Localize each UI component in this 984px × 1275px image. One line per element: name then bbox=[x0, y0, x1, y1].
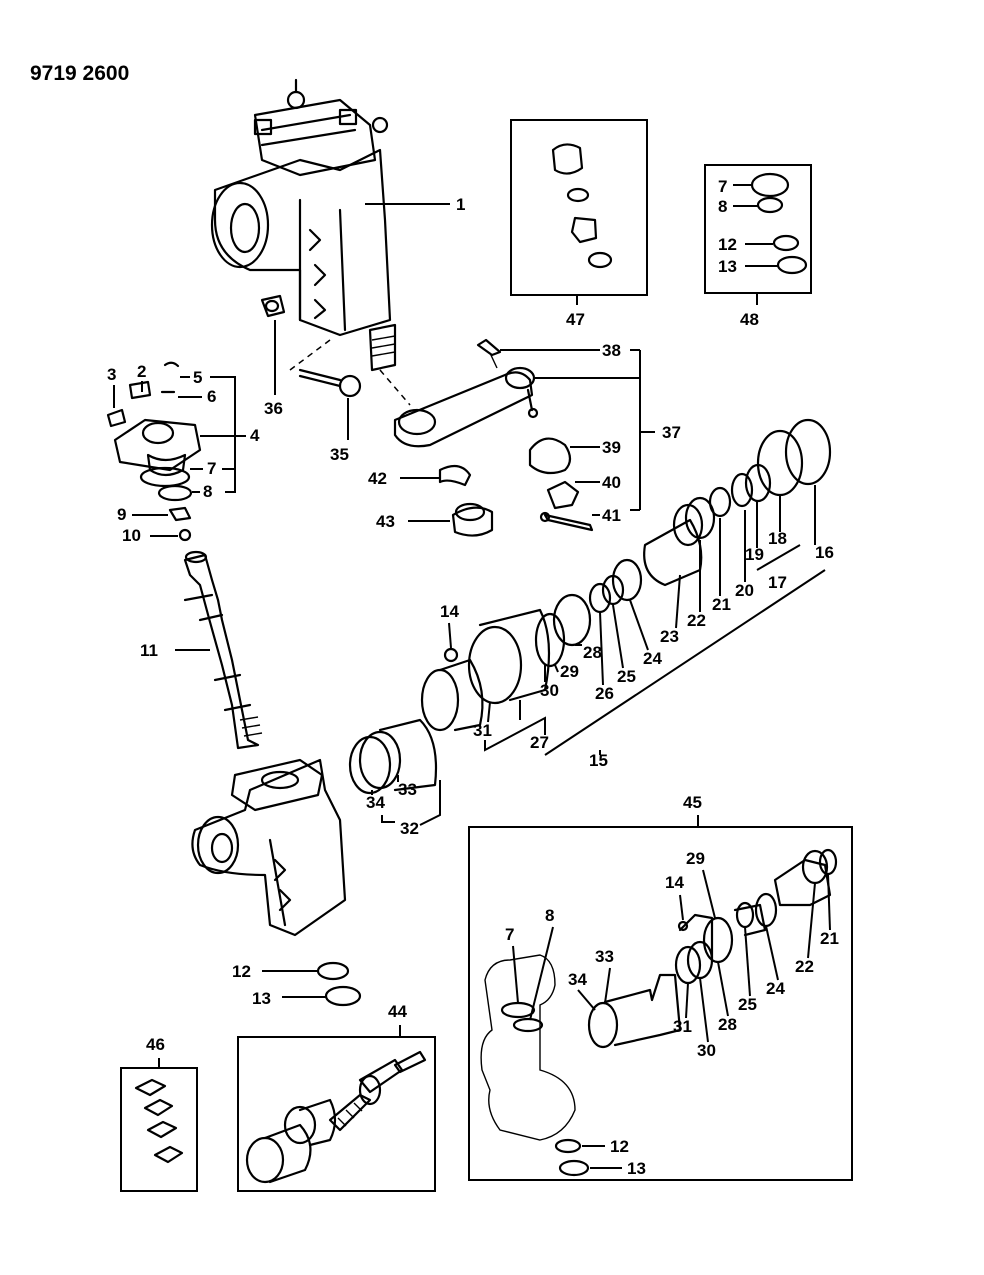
box-47 bbox=[510, 119, 648, 296]
box-45-parts bbox=[480, 848, 838, 1177]
callout-21: 21 bbox=[712, 595, 731, 614]
box45-callout-34: 34 bbox=[568, 970, 587, 989]
box-44 bbox=[237, 1036, 436, 1192]
callout-18: 18 bbox=[768, 529, 787, 548]
callout-26: 26 bbox=[595, 684, 614, 703]
bottom-callout-12: 12 bbox=[232, 962, 251, 981]
box45-callout-29: 29 bbox=[686, 849, 705, 868]
sector-shaft bbox=[183, 550, 263, 750]
callout-36: 36 bbox=[264, 399, 283, 418]
steering-gear-housing bbox=[210, 78, 397, 372]
box45-callout-25: 25 bbox=[738, 995, 757, 1014]
bottom-callout-13: 13 bbox=[252, 989, 271, 1008]
callout-19: 19 bbox=[745, 545, 764, 564]
lower-seals bbox=[316, 961, 362, 1007]
worm-shaft-assembly bbox=[245, 1050, 427, 1184]
callout-11: 11 bbox=[140, 641, 158, 660]
callout-31: 31 bbox=[473, 721, 492, 740]
callout-39: 39 bbox=[602, 438, 621, 457]
callout-23: 23 bbox=[660, 627, 679, 646]
callout-20: 20 bbox=[735, 581, 754, 600]
callout-29: 29 bbox=[560, 662, 579, 681]
valve-kit-parts bbox=[551, 143, 613, 269]
callout-4: 4 bbox=[250, 426, 260, 445]
side-cover-assembly bbox=[106, 361, 202, 542]
callout-33: 33 bbox=[398, 780, 417, 799]
box45-callout-12: 12 bbox=[610, 1137, 629, 1156]
box48-callout-13: 13 bbox=[718, 257, 737, 276]
steering-gear-housing-lower bbox=[191, 758, 347, 937]
callout-8: 8 bbox=[203, 482, 212, 501]
ball-stud-and-nut bbox=[260, 294, 362, 398]
box45-callout-28: 28 bbox=[718, 1015, 737, 1034]
callout-35: 35 bbox=[330, 445, 349, 464]
callout-3: 3 bbox=[107, 365, 116, 384]
box45-callout-14: 14 bbox=[665, 873, 684, 892]
box-45 bbox=[468, 826, 853, 1181]
callout-43: 43 bbox=[376, 512, 395, 531]
box45-callout-22: 22 bbox=[795, 957, 814, 976]
box-48-seals bbox=[750, 172, 808, 275]
callout-38: 38 bbox=[602, 341, 621, 360]
callout-27: 27 bbox=[530, 733, 549, 752]
callout-47: 47 bbox=[566, 310, 585, 329]
callout-30: 30 bbox=[540, 681, 559, 700]
callout-7: 7 bbox=[207, 459, 216, 478]
box45-callout-31: 31 bbox=[673, 1017, 692, 1036]
callout-48: 48 bbox=[740, 310, 759, 329]
power-piston-exploded bbox=[348, 418, 832, 795]
callout-2: 2 bbox=[137, 362, 146, 381]
diagram-code: 9719 2600 bbox=[30, 62, 129, 85]
callout-5: 5 bbox=[193, 368, 202, 387]
box45-callout-21: 21 bbox=[820, 929, 839, 948]
callout-16: 16 bbox=[815, 543, 834, 562]
callout-24: 24 bbox=[643, 649, 662, 668]
box45-callout-8: 8 bbox=[545, 906, 554, 925]
box45-callout-7: 7 bbox=[505, 925, 514, 944]
shim-set bbox=[134, 1078, 184, 1164]
box45-callout-24: 24 bbox=[766, 979, 785, 998]
callout-46: 46 bbox=[146, 1035, 165, 1054]
callout-44: 44 bbox=[388, 1002, 407, 1021]
callout-25: 25 bbox=[617, 667, 636, 686]
callout-14: 14 bbox=[440, 602, 459, 621]
callout-40: 40 bbox=[602, 473, 621, 492]
callout-34: 34 bbox=[366, 793, 385, 812]
callout-6: 6 bbox=[207, 387, 216, 406]
callout-22: 22 bbox=[687, 611, 706, 630]
box48-callout-12: 12 bbox=[718, 235, 737, 254]
callout-28: 28 bbox=[583, 643, 602, 662]
callout-42: 42 bbox=[368, 469, 387, 488]
callout-17: 17 bbox=[768, 573, 787, 592]
box-46 bbox=[120, 1067, 198, 1192]
pitman-arm-assembly bbox=[393, 338, 594, 537]
callout-10: 10 bbox=[122, 526, 141, 545]
callout-1: 1 bbox=[456, 195, 465, 214]
box45-callout-30: 30 bbox=[697, 1041, 716, 1060]
box48-callout-8: 8 bbox=[718, 197, 727, 216]
callout-37: 37 bbox=[662, 423, 681, 442]
callout-45: 45 bbox=[683, 793, 702, 812]
box48-callout-7: 7 bbox=[718, 177, 727, 196]
callout-9: 9 bbox=[117, 505, 126, 524]
callout-41: 41 bbox=[602, 506, 621, 525]
callout-15: 15 bbox=[589, 751, 608, 770]
callout-32: 32 bbox=[400, 819, 419, 838]
box45-callout-33: 33 bbox=[595, 947, 614, 966]
box45-callout-13: 13 bbox=[627, 1159, 646, 1178]
